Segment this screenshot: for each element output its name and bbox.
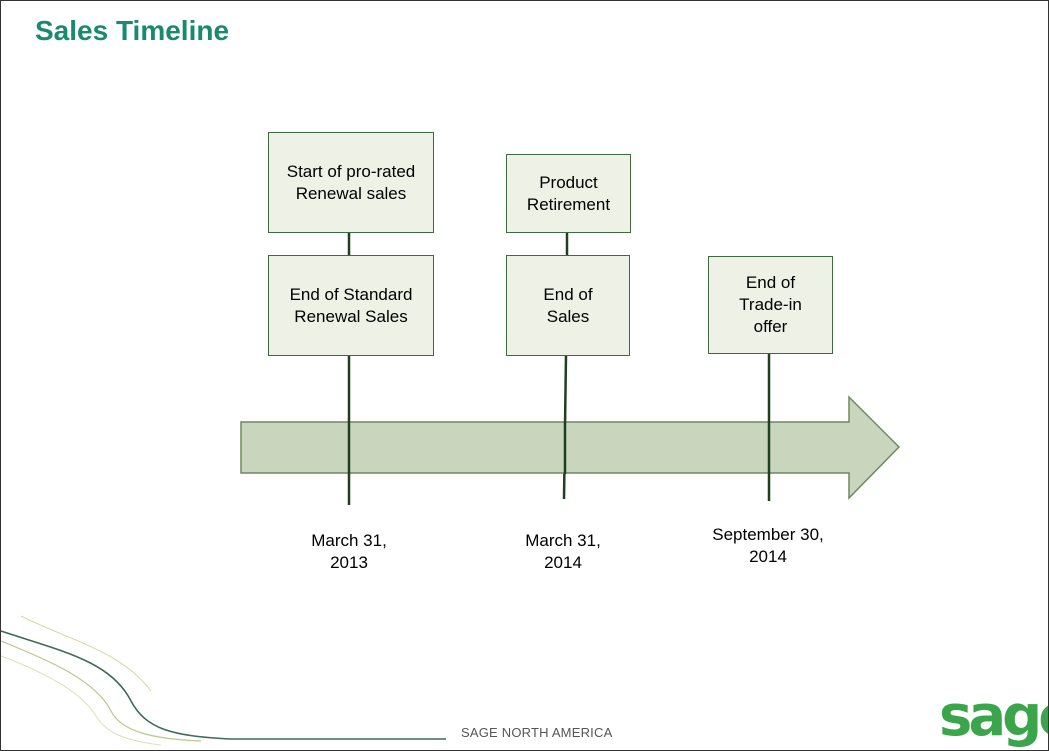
event-box-end-standard-renewal: End of Standard Renewal Sales <box>268 255 434 356</box>
slide-title: Sales Timeline <box>35 15 230 46</box>
timeline-arrow <box>240 395 901 500</box>
event-box-start-prorated-renewal: Start of pro-rated Renewal sales <box>268 132 434 233</box>
sage-logo: sage <box>939 684 1048 749</box>
date-label-september-2014: September 30, 2014 <box>712 525 824 566</box>
decorative-swoosh <box>1 615 446 746</box>
date-label-march-2013: March 31, 2013 <box>311 531 387 572</box>
footer-text: SAGE NORTH AMERICA <box>461 725 613 740</box>
event-box-product-retirement: Product Retirement <box>506 154 631 233</box>
event-box-end-trade-in: End of Trade-in offer <box>708 256 833 354</box>
date-label-march-2014: March 31, 2014 <box>525 531 601 572</box>
event-box-end-of-sales: End of Sales <box>506 255 630 356</box>
